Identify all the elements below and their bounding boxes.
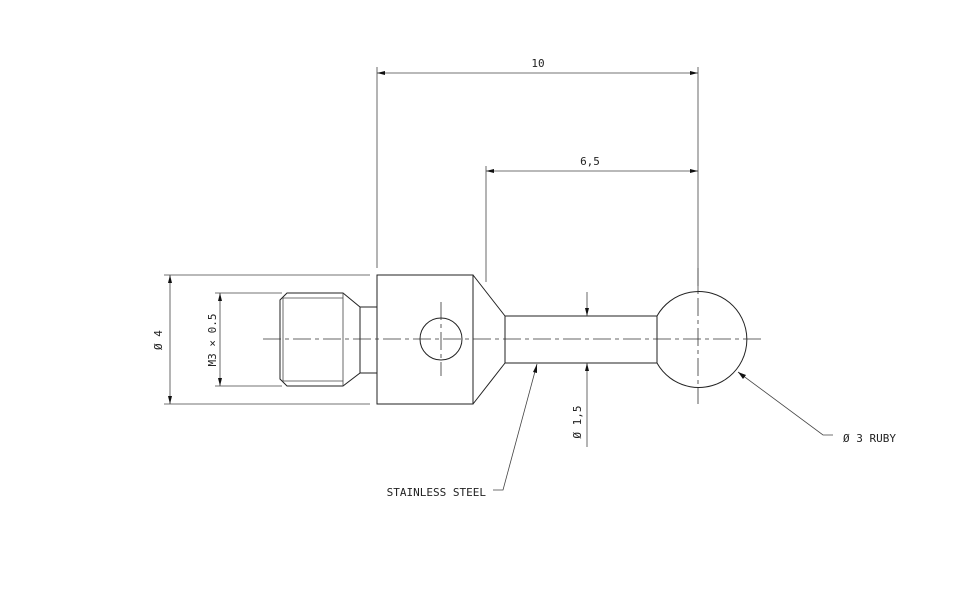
dimension-6-5-label: 6,5 bbox=[580, 155, 600, 168]
callout-stainless-steel: STAINLESS STEEL bbox=[387, 363, 538, 499]
dimension-10-label: 10 bbox=[531, 57, 544, 70]
stainless-callout-label: STAINLESS STEEL bbox=[387, 486, 487, 499]
body bbox=[376, 274, 474, 405]
callout-ruby-ball: Ø 3 RUBY bbox=[737, 371, 896, 445]
thread-section bbox=[279, 292, 361, 387]
dimension-ball-to-cone: 6,5 bbox=[485, 155, 698, 282]
dimension-thread: M3 × 0.5 bbox=[206, 292, 282, 387]
ruby-ball bbox=[656, 291, 748, 388]
cone bbox=[472, 274, 506, 405]
neck bbox=[359, 306, 378, 374]
stem bbox=[504, 315, 658, 364]
dimension-diameter-1-5-label: Ø 1,5 bbox=[571, 405, 584, 438]
dimension-body-diameter: Ø 4 bbox=[152, 274, 370, 405]
dimension-stem-diameter: Ø 1,5 bbox=[571, 292, 589, 447]
ruby-callout-label: Ø 3 RUBY bbox=[843, 432, 896, 445]
dimension-diameter-4-label: Ø 4 bbox=[152, 330, 165, 350]
dimension-overall-length: 10 bbox=[376, 57, 699, 290]
stylus-part bbox=[263, 268, 763, 405]
dimension-thread-label: M3 × 0.5 bbox=[206, 314, 219, 367]
